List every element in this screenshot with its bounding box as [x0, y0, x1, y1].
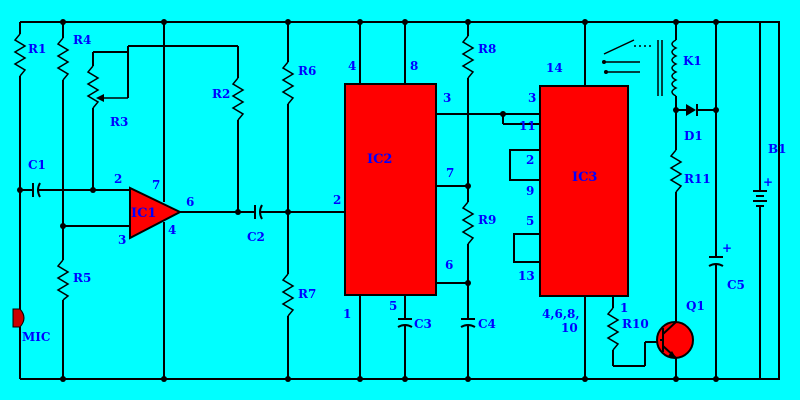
pin-ic3-13: 13 — [518, 269, 535, 283]
label-c5-plus: + — [722, 241, 732, 255]
pin-labels: 2 3 7 4 6 4 8 3 2 7 6 1 5 14 3 11 2 9 5 … — [114, 59, 628, 335]
label-r5: R5 — [73, 271, 91, 285]
label-q1: Q1 — [686, 299, 705, 313]
pin-ic3-2: 2 — [526, 153, 534, 167]
label-r10: R10 — [622, 317, 649, 331]
ic3-chip — [502, 22, 629, 379]
pin-ic1-7: 7 — [152, 178, 160, 192]
label-mic: MIC — [22, 330, 50, 344]
label-c5: C5 — [727, 278, 745, 292]
label-c2: C2 — [247, 230, 265, 244]
ground-junctions — [60, 376, 719, 382]
r6-resistor — [281, 22, 295, 212]
pin-ic2-3: 3 — [443, 91, 451, 105]
ic2-chip — [344, 22, 540, 379]
ic3-body — [539, 85, 629, 297]
pin-ic3-gnd-a: 4,6,8, — [542, 307, 580, 321]
k1-relay — [602, 22, 678, 110]
r1-resistor — [13, 22, 27, 312]
label-c4: C4 — [478, 317, 496, 331]
b1-battery — [753, 22, 767, 379]
label-k1: K1 — [683, 54, 702, 68]
pin-ic2-5: 5 — [389, 299, 397, 313]
pin-ic3-14: 14 — [546, 61, 563, 75]
pin-ic3-gnd-b: 10 — [561, 321, 578, 335]
label-r9: R9 — [478, 213, 496, 227]
label-r11: R11 — [684, 172, 711, 186]
pin-ic2-2: 2 — [333, 193, 341, 207]
pin-ic2-6: 6 — [445, 258, 453, 272]
junction-k1-d1 — [673, 107, 679, 113]
pin-ic3-1: 1 — [620, 301, 628, 315]
ic1-opamp — [92, 22, 238, 379]
pin-ic2-8: 8 — [410, 59, 418, 73]
pin-ic3-3: 3 — [528, 91, 536, 105]
c5-capacitor — [708, 110, 724, 379]
label-r3: R3 — [110, 115, 128, 129]
pin-ic3-11: 11 — [519, 119, 536, 133]
pin-ic1-6: 6 — [186, 195, 194, 209]
pin-ic1-3: 3 — [118, 233, 126, 247]
ic2-body — [344, 83, 437, 296]
label-b1: B1 — [768, 142, 787, 156]
d1-diode — [676, 22, 717, 116]
q1-transistor — [656, 210, 694, 379]
label-d1: D1 — [684, 129, 703, 143]
c1-capacitor — [20, 182, 92, 198]
pin-ic2-1: 1 — [343, 307, 351, 321]
c2-capacitor — [238, 204, 345, 220]
label-ic1: IC1 — [131, 206, 156, 221]
junction-ic2-ic3 — [500, 111, 506, 117]
pin-ic1-2: 2 — [114, 172, 122, 186]
label-r7: R7 — [298, 287, 316, 301]
r9-resistor — [461, 186, 475, 283]
r8-resistor — [461, 22, 475, 186]
rails — [20, 21, 780, 380]
label-r4: R4 — [73, 33, 91, 47]
label-r6: R6 — [298, 64, 316, 78]
r5-resistor — [56, 259, 70, 379]
r7-resistor — [281, 212, 295, 379]
pin-ic2-4: 4 — [348, 59, 356, 73]
component-labels: R1 R4 R3 R2 C1 R5 MIC C2 R6 R7 C3 R8 R9 … — [22, 33, 787, 344]
label-c1: C1 — [28, 158, 46, 172]
c3-capacitor — [397, 318, 413, 379]
pin-ic3-5: 5 — [526, 214, 534, 228]
r3-potentiometer — [86, 51, 129, 190]
label-r8: R8 — [478, 42, 496, 56]
mic-microphone — [12, 308, 25, 379]
label-r2: R2 — [212, 87, 230, 101]
label-ic2: IC2 — [367, 152, 392, 167]
r2-resistor — [127, 45, 245, 212]
label-ic3: IC3 — [572, 170, 597, 185]
pin-ic2-7: 7 — [446, 166, 454, 180]
label-r1: R1 — [28, 42, 46, 56]
ic1-triangle — [129, 186, 183, 240]
pin-ic3-9: 9 — [526, 184, 534, 198]
supply-junctions — [60, 19, 719, 25]
label-c3: C3 — [414, 317, 432, 331]
label-b1-plus: + — [763, 175, 773, 189]
c4-capacitor — [460, 283, 476, 379]
pin-ic1-4: 4 — [168, 223, 176, 237]
r11-resistor — [669, 110, 683, 210]
